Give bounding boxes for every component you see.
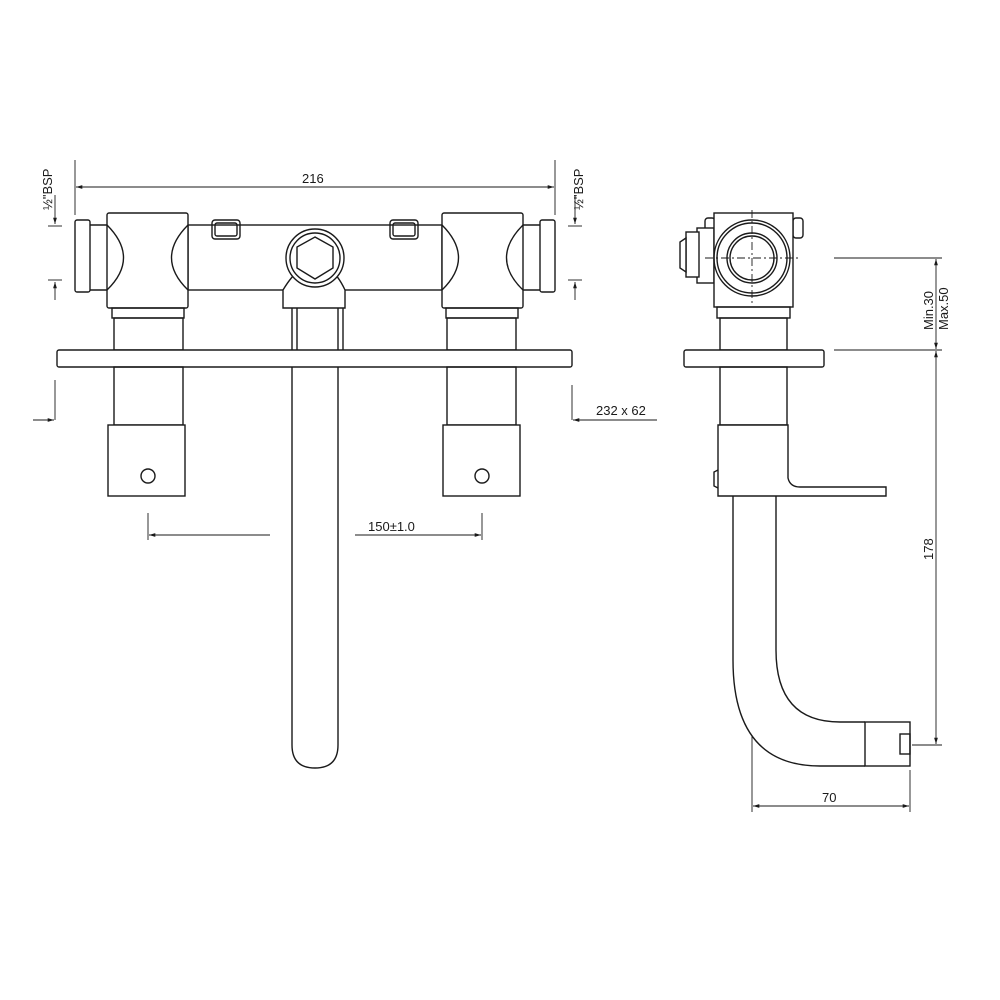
plate-dimension-label: 232 x 62: [596, 403, 646, 418]
right-inlet-dimension: ½"BSP: [568, 169, 586, 300]
centers-dimension: 150±1.0: [147, 513, 483, 540]
side-handle-lever: [717, 424, 887, 497]
hex-nut-icon: [296, 236, 334, 280]
depth-min-label: Min.30: [921, 291, 936, 330]
width-dimension: 216: [74, 160, 556, 215]
left-inlet-cap: [74, 219, 91, 293]
height-dimension: 178: [912, 351, 942, 746]
centers-dimension-label: 150±1.0: [368, 519, 415, 534]
plate-dimension: 232 x 62: [571, 385, 657, 422]
wall-plate: [56, 349, 573, 368]
side-wall-plate: [683, 349, 825, 368]
right-handle: [442, 424, 521, 497]
reach-dimension: 70: [751, 735, 911, 812]
depth-max-label: Max.50: [936, 287, 951, 330]
valve-body: [74, 212, 556, 351]
right-inlet-label: ½"BSP: [571, 169, 586, 210]
left-handle: [107, 424, 186, 497]
reach-dimension-label: 70: [822, 790, 836, 805]
center-outlet-circle: [285, 228, 345, 288]
aerator: [864, 721, 911, 767]
spout-side: [732, 496, 865, 767]
depth-dimension: Min.30 Max.50: [834, 257, 951, 351]
height-dimension-label: 178: [921, 538, 936, 560]
width-dimension-label: 216: [302, 171, 324, 186]
left-inlet-label: ½"BSP: [40, 169, 55, 210]
side-view: Min.30 Max.50 178 70: [679, 210, 951, 812]
handles: [107, 366, 521, 497]
left-inlet-dimension: ½"BSP: [33, 169, 62, 422]
front-view: 216 ½"BSP ½"BSP: [33, 160, 657, 769]
right-inlet-cap: [539, 219, 556, 293]
spout-front: [291, 367, 339, 769]
